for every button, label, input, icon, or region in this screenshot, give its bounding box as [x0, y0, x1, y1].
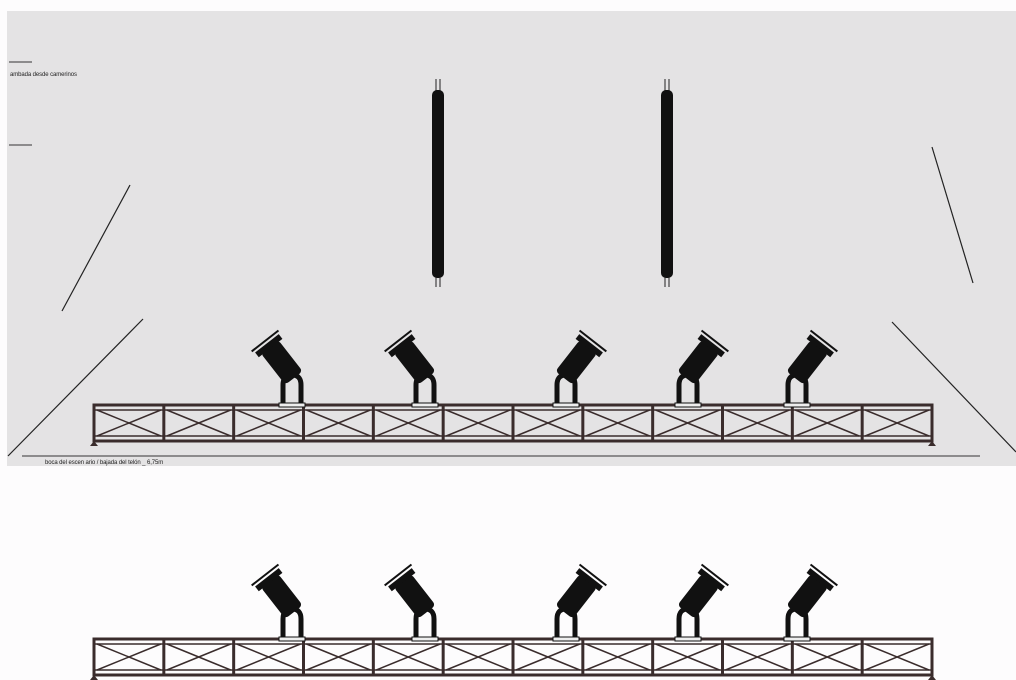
stage-outline — [7, 61, 1016, 457]
moving-head-light-icon — [384, 563, 439, 642]
moving-head-light-icon — [552, 329, 607, 408]
moving-head-light-icon — [783, 329, 838, 408]
proscenium-note-label: boca del escen ario / bajada del telón _… — [45, 460, 164, 466]
right-wing-line-upper — [931, 146, 974, 284]
lower-rig — [90, 563, 936, 680]
stage-elevation-panel — [7, 11, 1016, 466]
moving-head-light-icon — [783, 563, 838, 642]
moving-head-light-icon — [552, 563, 607, 642]
moving-head-light-icon — [384, 329, 439, 408]
upper-rig — [90, 329, 936, 446]
moving-head-light-icon — [674, 563, 729, 642]
hanging-pipes — [432, 79, 673, 287]
truss-beam — [90, 637, 936, 680]
moving-head-light-icon — [251, 563, 306, 642]
left-wing-line-lower — [7, 318, 144, 457]
hanging-light-tube-icon — [661, 79, 673, 287]
moving-head-light-icon — [251, 329, 306, 408]
right-wing-line-lower — [891, 321, 1016, 453]
top-note-label: ambada desde camerinos — [10, 72, 77, 78]
hanging-light-tube-icon — [432, 79, 444, 287]
moving-head-light-icon — [674, 329, 729, 408]
left-wing-line-upper — [61, 184, 131, 312]
truss-beam — [90, 403, 936, 446]
